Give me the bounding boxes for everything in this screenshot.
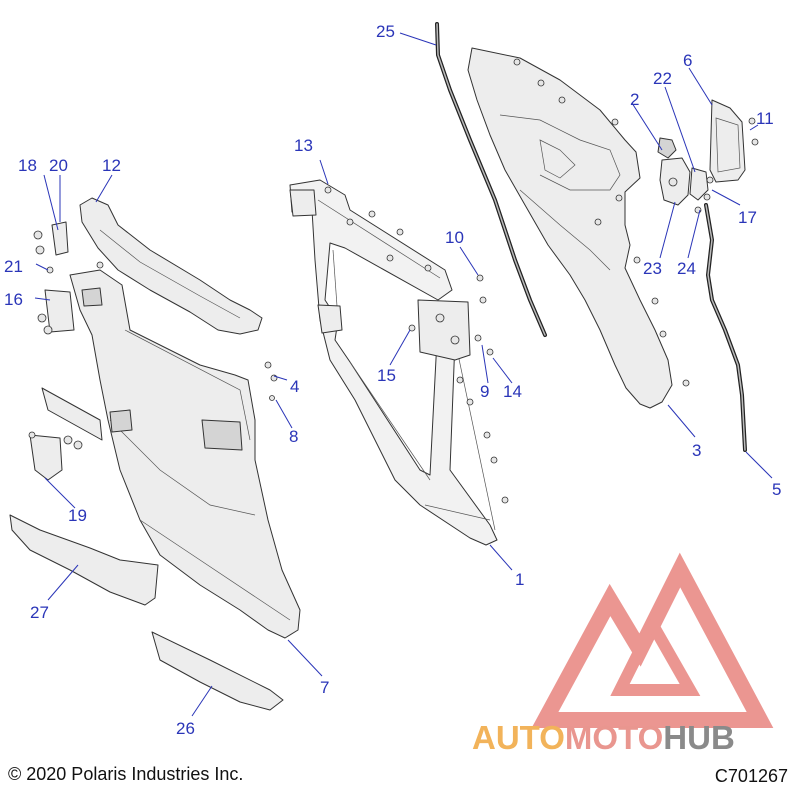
callout-1: 1 (515, 570, 524, 589)
callout-18: 18 (18, 156, 37, 175)
leader-lines (34, 32, 773, 717)
part-11-screws (748, 117, 759, 146)
part-3-inner-panel (467, 47, 673, 409)
part-19-lower-bracket (28, 387, 103, 481)
inner-panel-fasteners (513, 58, 690, 387)
callout-2: 2 (630, 90, 639, 109)
part-5-seal-strip (704, 203, 747, 452)
watermark-word-moto: MOTO (565, 719, 663, 756)
latch-mechanism (657, 137, 714, 214)
part-27-lower-trim (9, 514, 159, 606)
callout-25: 25 (376, 22, 395, 41)
watermark-wordmark: AUTOMOTOHUB (472, 719, 735, 756)
part-7-outer-door-panel (69, 269, 301, 639)
callout-11: 11 (756, 109, 774, 128)
hinge-assembly (33, 221, 75, 335)
callout-8: 8 (289, 427, 298, 446)
callout-19: 19 (68, 506, 87, 525)
callout-24: 24 (677, 259, 696, 278)
callout-22: 22 (653, 69, 672, 88)
callout-3: 3 (692, 441, 701, 460)
watermark-logo (531, 552, 774, 728)
copyright-text: © 2020 Polaris Industries Inc. (8, 764, 244, 784)
callout-7: 7 (320, 678, 329, 697)
watermark-word-hub: HUB (663, 719, 735, 756)
callout-16: 16 (4, 290, 23, 309)
callout-labels: 1 2 3 4 5 6 7 8 9 10 11 12 13 14 15 16 1… (4, 22, 781, 738)
callout-26: 26 (176, 719, 195, 738)
callout-21: 21 (4, 257, 23, 276)
callout-17: 17 (738, 208, 757, 227)
svg-text:AUTOMOTOHUB: AUTOMOTOHUB (472, 719, 735, 756)
callout-15: 15 (377, 366, 396, 385)
part-12-top-trim (79, 197, 263, 335)
part-6-latch-cover (709, 99, 746, 183)
callout-9: 9 (480, 382, 489, 401)
watermark-word-auto: AUTO (472, 719, 565, 756)
part-25-seal-strip (435, 22, 547, 337)
callout-14: 14 (503, 382, 522, 401)
callout-10: 10 (445, 228, 464, 247)
callout-13: 13 (294, 136, 313, 155)
drawing-number: C701267 (714, 766, 788, 786)
callout-5: 5 (772, 480, 781, 499)
callout-23: 23 (643, 259, 662, 278)
part-1-door-frame (289, 179, 498, 546)
callout-27: 27 (30, 603, 49, 622)
part-26-bottom-trim (151, 631, 284, 711)
frame-fasteners (324, 186, 509, 504)
callout-6: 6 (683, 51, 692, 70)
callout-4: 4 (290, 377, 299, 396)
callout-12: 12 (102, 156, 121, 175)
callout-20: 20 (49, 156, 68, 175)
